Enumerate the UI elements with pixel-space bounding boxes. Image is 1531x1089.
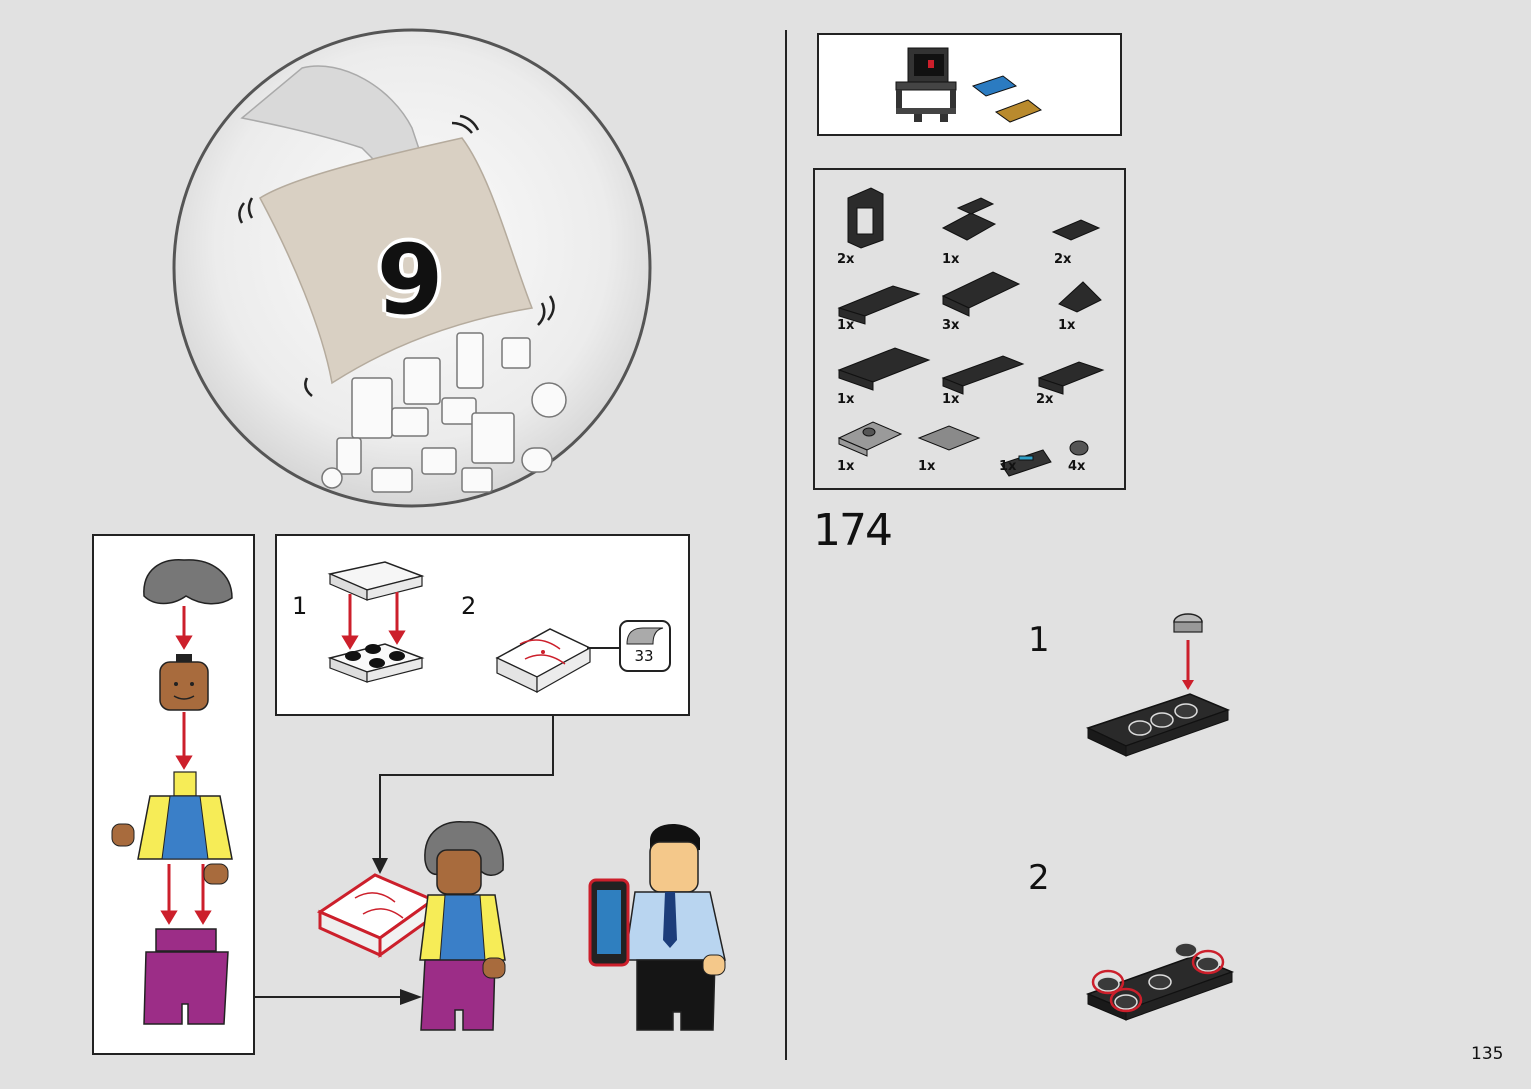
qty-plate-1x4: 1x <box>942 392 959 407</box>
qty-round-plate: 4x <box>1068 459 1085 474</box>
finished-figures-icon <box>315 820 735 1040</box>
substep-1-label: 1 <box>1028 620 1050 660</box>
sticker-number: 33 <box>626 647 662 665</box>
qty-printed-tile: 1x <box>999 459 1016 474</box>
substep-2-label: 2 <box>1028 858 1050 898</box>
head-icon <box>160 662 208 710</box>
qty-jumper-plate: 1x <box>837 459 854 474</box>
page-divider <box>785 30 787 1060</box>
substep-1-icon <box>1080 610 1240 770</box>
qty-window-frame: 2x <box>837 252 854 267</box>
minifig-assembly-icon <box>92 534 255 1055</box>
qty-tile-1x4: 1x <box>837 318 854 333</box>
qty-slope: 1x <box>1058 318 1075 333</box>
legs-icon <box>144 952 228 1024</box>
qty-plate-2x2: 1x <box>918 459 935 474</box>
substep-2-icon <box>1084 936 1244 1026</box>
build-step-number: 174 <box>813 505 891 556</box>
qty-plate-1x2: 2x <box>1054 252 1071 267</box>
qty-plate-2x4: 1x <box>837 392 854 407</box>
qty-tile-2x4: 3x <box>942 318 959 333</box>
bag-number: 9 <box>370 230 450 330</box>
pizza-box-parts-icon <box>275 534 695 714</box>
page-number: 135 <box>1471 1044 1503 1064</box>
parts-icons <box>813 168 1126 490</box>
qty-bracket: 1x <box>942 252 959 267</box>
qty-plate-1x3: 2x <box>1036 392 1053 407</box>
hair-icon <box>144 560 232 604</box>
tv-stand-icon <box>888 36 1068 136</box>
